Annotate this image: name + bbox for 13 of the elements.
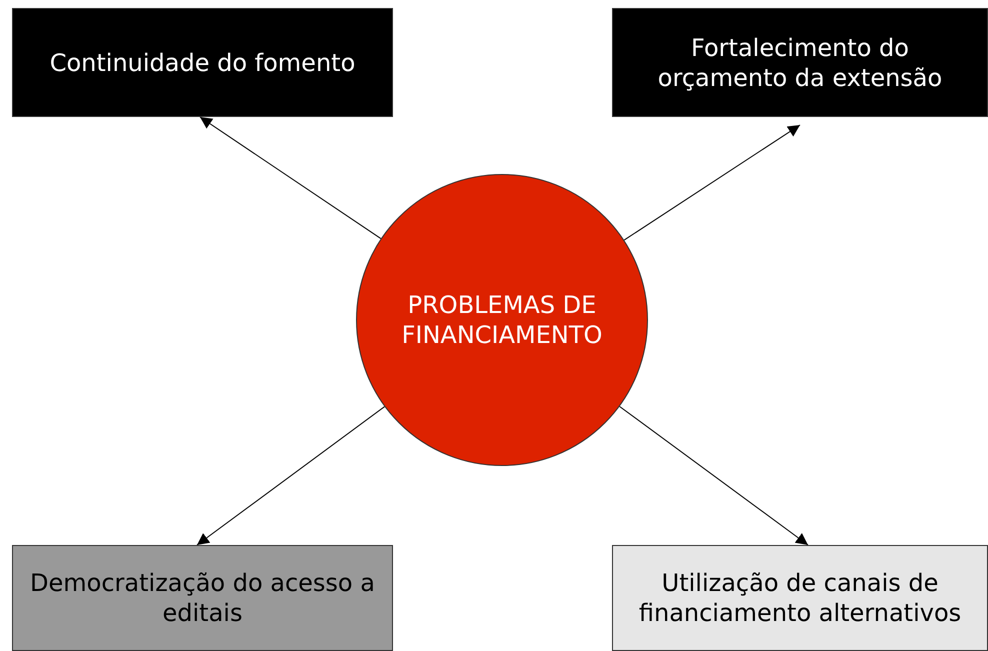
topic-box [12, 8, 393, 117]
arrow [200, 116, 382, 240]
arrow [196, 406, 385, 546]
topic-box [12, 545, 393, 651]
node-label: PROBLEMAS DE FINANCIAMENTO [400, 290, 604, 350]
node-label: Utilização de canais de financiamento alternativos [638, 568, 962, 628]
node-label: Democratização do acesso a editais [29, 568, 376, 628]
topic-box [612, 545, 988, 651]
arrow [619, 406, 808, 546]
node-label: Continuidade do fomento [50, 48, 356, 78]
topic-box [612, 8, 988, 117]
node-label: Fortalecimento do orçamento da extensão [656, 32, 944, 92]
arrow [624, 124, 800, 241]
